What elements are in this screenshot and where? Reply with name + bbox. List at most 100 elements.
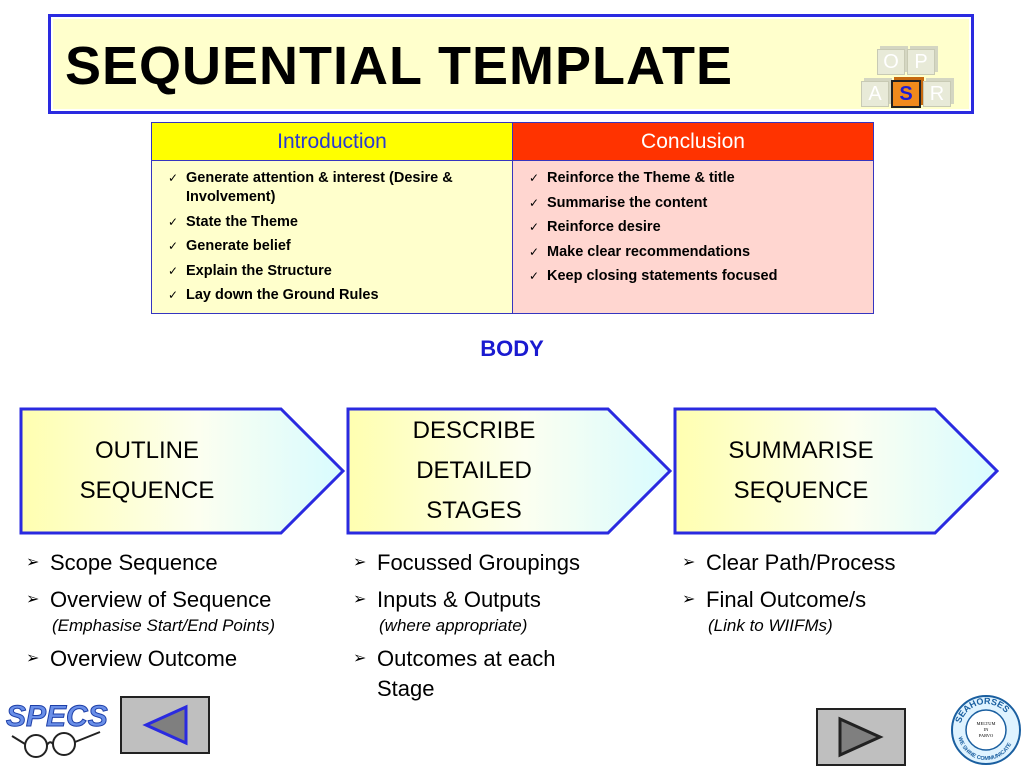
conclusion-list: ✓ Reinforce the Theme & title ✓ Summarise … — [527, 169, 863, 286]
list-item: ✓ Generate attention & interest (Desire &… — [166, 169, 502, 207]
list-item: ➢ Scope Sequence — [24, 548, 324, 578]
list-item-note: (Link to WIIFMs) — [708, 616, 833, 635]
check-icon: ✓ — [168, 214, 179, 229]
list-item: ➢Clear Path/Process — [680, 548, 980, 578]
opas-logo: O P A S R — [851, 25, 963, 111]
arrow-label: DESCRIBE DETAILED STAGES — [346, 407, 602, 535]
arrow-outline-sequence: OUTLINE SEQUENCE — [19, 407, 347, 535]
list-item-text: Outcomes at each Stage — [377, 646, 556, 701]
list-item: ✓ Reinforce the Theme & title — [527, 169, 863, 188]
list-item: ➢ Outcomes at each Stage — [351, 644, 597, 704]
arrow-bullet-icon: ➢ — [26, 554, 40, 571]
list-item: ✓ Lay down the Ground Rules — [166, 286, 502, 305]
arrow-bullet-icon: ➢ — [26, 591, 40, 608]
title-banner-inner: SEQUENTIAL TEMPLATE O P A S R — [51, 17, 971, 111]
list-item: ➢Overview of Sequence(Emphasise Start/En… — [24, 585, 324, 637]
arrow-describe-stages: DESCRIBE DETAILED STAGES — [346, 407, 674, 535]
arrow-label-line: DESCRIBE — [412, 417, 536, 444]
seal-icon: SEAHORSES WE SHINE COMMUNICATE MELTUM IN… — [951, 695, 1021, 765]
check-icon: ✓ — [168, 263, 179, 278]
intro-conclusion-table: Introduction Conclusion ✓ Generate attent… — [151, 122, 874, 314]
arrow-label-line: SEQUENCE — [79, 477, 215, 504]
list-item-text: State the Theme — [186, 213, 298, 230]
logo-cube-a: A — [861, 81, 889, 107]
list-item: ➢ Final Outcome/s (Link to WIIFMs) — [680, 585, 980, 637]
title-banner: SEQUENTIAL TEMPLATE O P A S R — [48, 14, 974, 114]
check-icon: ✓ — [529, 220, 540, 234]
conclusion-cell: ✓ Reinforce the Theme & title ✓ Summarise … — [513, 161, 873, 313]
list-item: ➢ Inputs & Outputs (where appropriate) — [351, 585, 631, 637]
check-icon: ✓ — [168, 171, 179, 185]
glasses-icon: SPECS — [6, 700, 108, 758]
list-item: ✓ Reinforce desire — [527, 218, 863, 237]
list-item-text: Generate belief — [186, 238, 291, 254]
logo-cube-o: O — [877, 49, 905, 75]
list-item-text: Explain the Structure — [186, 262, 332, 279]
specs-logo: SPECS — [4, 692, 114, 764]
arrow-summarise-sequence: SUMMARISE SEQUENCE — [673, 407, 1001, 535]
arrow-shape — [346, 407, 673, 535]
arrow-bullet-icon: ➢ — [26, 650, 40, 667]
arrow-label-line: SEQUENCE — [733, 477, 869, 504]
arrow-label-line: DETAILED — [416, 457, 532, 484]
list-item-text: Reinforce the Theme & title — [547, 170, 735, 186]
check-icon: ✓ — [529, 244, 540, 259]
arrow-label: OUTLINE SEQUENCE — [19, 407, 275, 535]
triangle-left-icon — [142, 704, 188, 746]
list-item: ✓ Summarise the content — [527, 194, 863, 213]
list-item-text: Overview Outcome — [50, 646, 238, 671]
list-item: ✓ Keep closing statements focused — [527, 267, 863, 286]
list-item: ➢ Focussed Groupings — [351, 548, 631, 578]
check-icon: ✓ — [529, 171, 540, 185]
arrow-bullet-icon: ➢ — [353, 591, 367, 608]
seal-center-line: IN — [984, 727, 989, 732]
list-item-text: Make clear recommendations — [547, 243, 751, 260]
logo-cube-s: S — [891, 80, 921, 108]
list-item-text: Generate attention & interest (Desire & … — [186, 170, 453, 205]
list-item-note: (where appropriate) — [379, 616, 528, 635]
check-icon: ✓ — [168, 239, 179, 253]
list-item-text: Final Outcome/s — [706, 587, 867, 612]
arrow-label-line: SUMMARISE — [728, 437, 874, 464]
page-title: SEQUENTIAL TEMPLATE — [65, 36, 734, 96]
list-item-text: Scope Sequence — [50, 550, 218, 575]
body-label: BODY — [480, 336, 544, 361]
intro-header: Introduction — [152, 123, 513, 161]
arrow-label-line: OUTLINE — [94, 437, 199, 464]
check-icon: ✓ — [168, 288, 179, 302]
intro-cell: ✓ Generate attention & interest (Desire &… — [152, 161, 513, 313]
check-icon: ✓ — [529, 195, 540, 210]
describe-points: ➢ Focussed Groupings ➢ Inputs & Outputs (wh… — [351, 548, 631, 711]
seahorses-seal: SEAHORSES WE SHINE COMMUNICATE MELTUM IN… — [950, 694, 1022, 766]
intro-list: ✓ Generate attention & interest (Desire &… — [166, 169, 502, 305]
list-item: ✓ State the Theme — [166, 213, 502, 232]
logo-cube-p: P — [907, 49, 935, 75]
arrow-label: SUMMARISE SEQUENCE — [673, 407, 929, 535]
arrow-shape — [19, 407, 346, 535]
seal-center-line: PARVO — [979, 733, 994, 738]
list-item: ➢ Overview Outcome — [24, 644, 324, 674]
list-item-text: Summarise the content — [547, 194, 708, 211]
list-item-text: Keep closing statements focused — [547, 268, 778, 284]
arrow-bullet-icon: ➢ — [682, 591, 696, 608]
list-item: ✓ Generate belief — [166, 237, 502, 256]
list-item-note: (Emphasise Start/End Points) — [52, 616, 275, 635]
previous-slide-button[interactable] — [120, 696, 210, 754]
list-item-text: Clear Path/Process — [706, 550, 896, 575]
list-item-text: Lay down the Ground Rules — [186, 287, 379, 303]
check-icon: ✓ — [529, 269, 540, 283]
list-item: ✓ Explain the Structure — [166, 262, 502, 281]
triangle-right-icon — [838, 716, 884, 758]
list-item-text: Inputs & Outputs — [377, 587, 541, 612]
logo-cube-r: R — [923, 81, 951, 107]
next-slide-button[interactable] — [816, 708, 906, 766]
arrow-bullet-icon: ➢ — [353, 650, 367, 667]
conclusion-header: Conclusion — [513, 123, 873, 161]
list-item: ✓ Make clear recommendations — [527, 243, 863, 262]
arrow-label-line: STAGES — [426, 497, 522, 524]
summarise-points: ➢Clear Path/Process ➢ Final Outcome/s (Lin… — [680, 548, 980, 644]
list-item-text: Focussed Groupings — [377, 550, 580, 575]
list-item-text: Reinforce desire — [547, 219, 661, 235]
specs-logo-text: SPECS — [6, 700, 108, 733]
arrow-bullet-icon: ➢ — [353, 554, 367, 571]
